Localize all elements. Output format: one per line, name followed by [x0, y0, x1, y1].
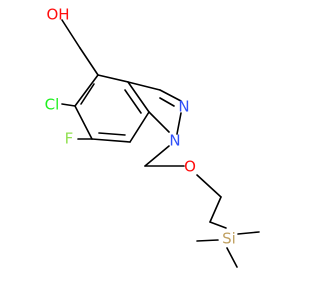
- bond-si-methyl-right: [237, 231, 260, 235]
- bond-c4-c5: [74, 74, 99, 107]
- bond-n2-n1: [176, 112, 182, 135]
- bond-c3-n2-inner: [159, 97, 175, 107]
- bond-c4-c5-inner: [80, 83, 95, 105]
- bond-ch2-si: [209, 221, 227, 229]
- bond-o-ch2: [196, 174, 222, 198]
- bond-c6-c7-inner: [98, 132, 126, 136]
- bond-group: [61, 19, 260, 268]
- molecule-diagram: OH Cl F N N O Si: [44, 5, 260, 268]
- bond-si-methyl-left: [196, 239, 219, 242]
- molecule-structure: OH Cl F N N O Si: [45, 6, 260, 268]
- atom-label-chlorine: Cl: [45, 96, 60, 114]
- atom-label-fluorine: F: [65, 130, 74, 148]
- atom-label-nitrogen-substituted: N: [169, 132, 180, 150]
- bond-c7a-c3a-inner: [124, 89, 142, 114]
- bond-c7a-c3a: [127, 81, 150, 113]
- atom-label-silicon: Si: [222, 230, 236, 248]
- bond-c7-c7a: [129, 111, 150, 143]
- bond-c3-n2: [159, 89, 182, 102]
- bond-c5-c6: [74, 105, 93, 140]
- bond-ch2-o: [61, 19, 81, 49]
- bond-c5-cl: [61, 103, 76, 107]
- atom-label-group: OH Cl F N N O Si: [45, 6, 236, 248]
- bond-c3a-c4: [97, 74, 129, 83]
- bond-n1-ch2: [144, 145, 170, 167]
- bond-c3a-c3: [127, 81, 161, 91]
- atom-label-ether-oxygen: O: [184, 158, 196, 176]
- bond-c6-c7: [91, 138, 131, 143]
- bond-ch2-ch2: [209, 196, 222, 223]
- bond-n1-c7a: [148, 111, 170, 133]
- bond-si-methyl-down: [226, 247, 238, 268]
- atom-label-nitrogen-ring: N: [178, 98, 189, 116]
- atom-label-hydroxyl: OH: [46, 6, 69, 24]
- bond-c4-ch2: [79, 47, 99, 76]
